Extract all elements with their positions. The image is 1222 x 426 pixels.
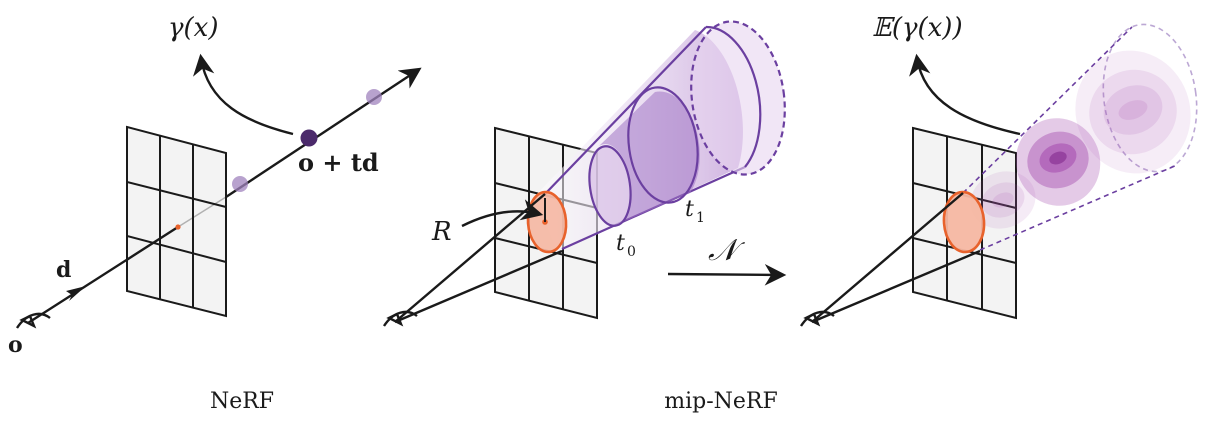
label-o-plus-td: o + td	[298, 148, 379, 177]
radius-pointer-arrow-icon	[461, 199, 544, 228]
sample-point-main	[300, 129, 318, 147]
transition-arrow-icon	[667, 264, 787, 286]
cone-ray-bottom	[811, 249, 981, 324]
label-expected-gamma-x: 𝔼(γ(x))	[872, 13, 963, 43]
frustum-section	[599, 91, 700, 224]
gaussian-far	[1075, 50, 1191, 174]
image-plane-grid	[126, 125, 227, 318]
gaussian-middle	[1015, 118, 1101, 206]
caption-mipnerf: mip-NeRF	[664, 389, 778, 414]
cone-outline-top	[962, 26, 1133, 194]
cone-section-t0	[588, 145, 632, 227]
ray-front	[27, 225, 179, 325]
label-d: d	[56, 257, 71, 283]
cone-section-t1	[627, 86, 699, 204]
camera-eye-icon	[382, 310, 418, 327]
label-R: R	[431, 217, 452, 247]
panel-mipnerf-gaussians: 𝔼(γ(x))	[799, 13, 1198, 327]
label-t0: t	[616, 231, 625, 256]
pixel-point	[175, 224, 181, 230]
camera-eye-icon	[15, 312, 51, 329]
cone-cap-front	[705, 25, 762, 168]
panel-mipnerf-cone: R t 0 t 1	[382, 20, 786, 327]
direction-arrow-icon	[66, 286, 86, 301]
sample-point	[232, 176, 248, 192]
label-N: 𝒩	[708, 233, 746, 268]
cone-ray-bottom	[394, 249, 563, 324]
cone-section-far	[690, 20, 786, 176]
sample-point	[366, 89, 382, 105]
camera-eye-icon	[799, 310, 835, 327]
label-t1: t	[685, 197, 694, 222]
pixel-footprint	[942, 190, 986, 254]
label-t0-subscript: 0	[627, 244, 636, 260]
encoding-arrow-icon	[909, 53, 1021, 136]
gaussian-near	[970, 171, 1036, 229]
cone-ray-top	[811, 192, 964, 323]
transition-N: 𝒩	[667, 233, 787, 286]
cone-outline-cap	[1102, 23, 1198, 173]
caption-nerf: NeRF	[210, 389, 274, 414]
ray-back	[225, 67, 422, 199]
encoding-arrow-icon	[192, 53, 294, 136]
label-t1-subscript: 1	[696, 210, 705, 226]
ray-behind-plane	[177, 196, 227, 228]
label-gamma-x: γ(x)	[168, 13, 219, 43]
label-o: o	[8, 332, 23, 358]
cone-edge-top	[544, 26, 707, 195]
panel-nerf: γ(x) o d o + td	[8, 13, 422, 358]
